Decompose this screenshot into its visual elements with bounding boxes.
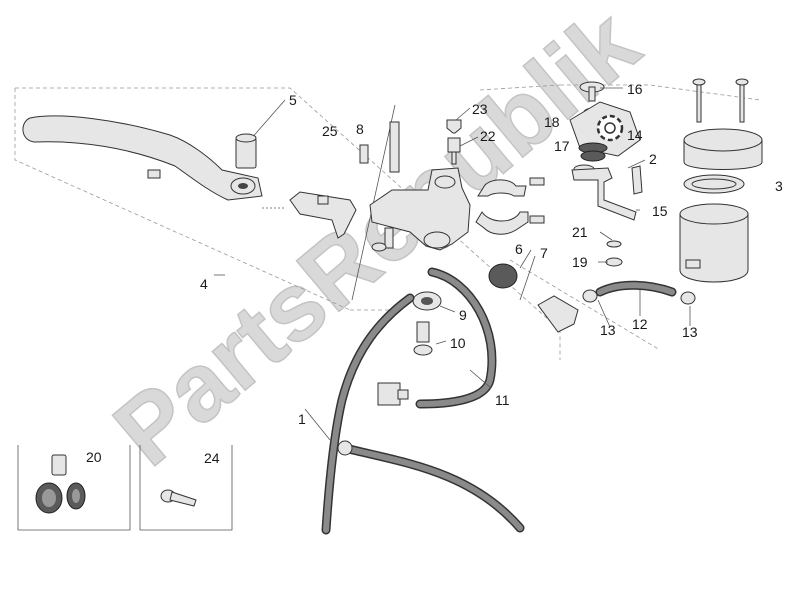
callout-23: 23 bbox=[472, 101, 488, 117]
handlebar-clamp bbox=[475, 177, 545, 235]
lever-bracket bbox=[262, 121, 400, 239]
callout-20: 20 bbox=[86, 449, 102, 465]
callout-25: 25 bbox=[322, 123, 338, 139]
callout-6: 6 bbox=[515, 241, 523, 257]
master-cylinder-body bbox=[369, 167, 471, 252]
callout-15: 15 bbox=[652, 203, 668, 219]
callout-21: 21 bbox=[572, 224, 588, 240]
callout-13-right: 13 bbox=[682, 324, 698, 340]
inset-part-20 bbox=[17, 445, 131, 531]
hose-fitting bbox=[537, 295, 579, 333]
rubber-boot bbox=[488, 263, 518, 289]
brake-hose bbox=[321, 267, 525, 535]
fluid-reservoir bbox=[679, 78, 763, 283]
callout-5: 5 bbox=[289, 92, 297, 108]
callout-9: 9 bbox=[459, 307, 467, 323]
callout-4: 4 bbox=[200, 276, 208, 292]
callout-2: 2 bbox=[649, 151, 657, 167]
callout-3: 3 bbox=[775, 178, 783, 194]
callout-18: 18 bbox=[544, 114, 560, 130]
callout-22: 22 bbox=[480, 128, 496, 144]
reservoir-cap-assembly bbox=[569, 81, 641, 174]
callout-13-left: 13 bbox=[600, 322, 616, 338]
bleeder-valve bbox=[446, 119, 462, 165]
callout-1: 1 bbox=[298, 411, 306, 427]
pivot-bolt bbox=[359, 144, 369, 164]
callout-17: 17 bbox=[554, 138, 570, 154]
callout-7: 7 bbox=[540, 245, 548, 261]
callout-8: 8 bbox=[356, 121, 364, 137]
callout-11: 11 bbox=[495, 392, 510, 408]
callout-19: 19 bbox=[572, 254, 588, 270]
callout-16: 16 bbox=[627, 81, 643, 97]
gear-icon bbox=[596, 114, 624, 142]
banjo-bolt bbox=[413, 321, 433, 356]
reservoir-hose bbox=[582, 280, 696, 305]
callout-24: 24 bbox=[204, 450, 220, 466]
callout-12: 12 bbox=[632, 316, 648, 332]
leader-lines bbox=[214, 87, 691, 441]
banjo-fitting bbox=[412, 291, 442, 311]
small-washers bbox=[605, 240, 623, 267]
callout-10: 10 bbox=[450, 335, 466, 351]
callout-14: 14 bbox=[627, 127, 643, 143]
brake-lever bbox=[22, 115, 263, 201]
inset-part-24 bbox=[139, 445, 233, 531]
switch-connector bbox=[377, 382, 409, 406]
reservoir-bracket bbox=[571, 165, 643, 221]
